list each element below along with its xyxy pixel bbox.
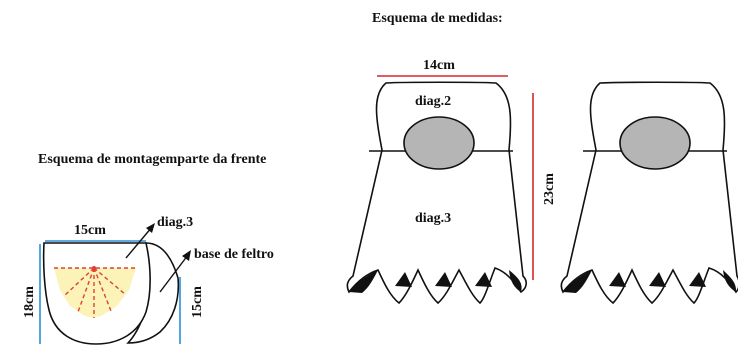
- assembly-base-label: base de feltro: [194, 247, 274, 262]
- base-arrow-line: [159, 254, 189, 293]
- hem-point: [475, 272, 492, 287]
- assembly-left-height-label: 18cm: [22, 286, 37, 318]
- diag3-arrow-line: [125, 226, 153, 259]
- height-measure-label: 23cm: [542, 173, 557, 205]
- hem-point: [689, 272, 706, 287]
- hem-point: [349, 270, 378, 293]
- fold-lines: [54, 267, 136, 318]
- hem-point: [649, 272, 666, 287]
- piece-outline: [346, 81, 527, 305]
- assembly-diag3-label: diag.3: [157, 215, 193, 230]
- face-oval: [403, 116, 475, 170]
- hem-point: [609, 272, 626, 287]
- face-oval: [619, 116, 691, 170]
- hem-point: [509, 270, 522, 292]
- hem-point: [723, 270, 737, 292]
- width-measure-label: 14cm: [423, 58, 455, 73]
- pattern-piece-front: 14cm diag.2 diag.3 23cm: [346, 58, 557, 305]
- diag3-label: diag.3: [415, 211, 451, 226]
- hem-point: [395, 272, 412, 287]
- hem-point: [563, 270, 592, 293]
- assembly-right-height-label: 15cm: [190, 286, 205, 318]
- assembly-diagram: 15cm 18cm 15cm diag.3 base de feltro: [22, 215, 274, 345]
- title-medidas: Esquema de medidas:: [372, 11, 503, 26]
- assembly-width-label: 15cm: [74, 223, 106, 238]
- diag2-label: diag.2: [415, 94, 451, 109]
- hem-point: [435, 272, 452, 287]
- pattern-piece-back: [560, 81, 738, 305]
- fan-center-dot: [92, 266, 96, 270]
- base-arrow-head: [182, 250, 191, 261]
- piece-outline: [560, 81, 738, 305]
- gusset-fan: [54, 268, 136, 318]
- diag3-arrow-head: [146, 223, 155, 233]
- title-montagem: Esquema de montagemparte da frente: [38, 152, 266, 167]
